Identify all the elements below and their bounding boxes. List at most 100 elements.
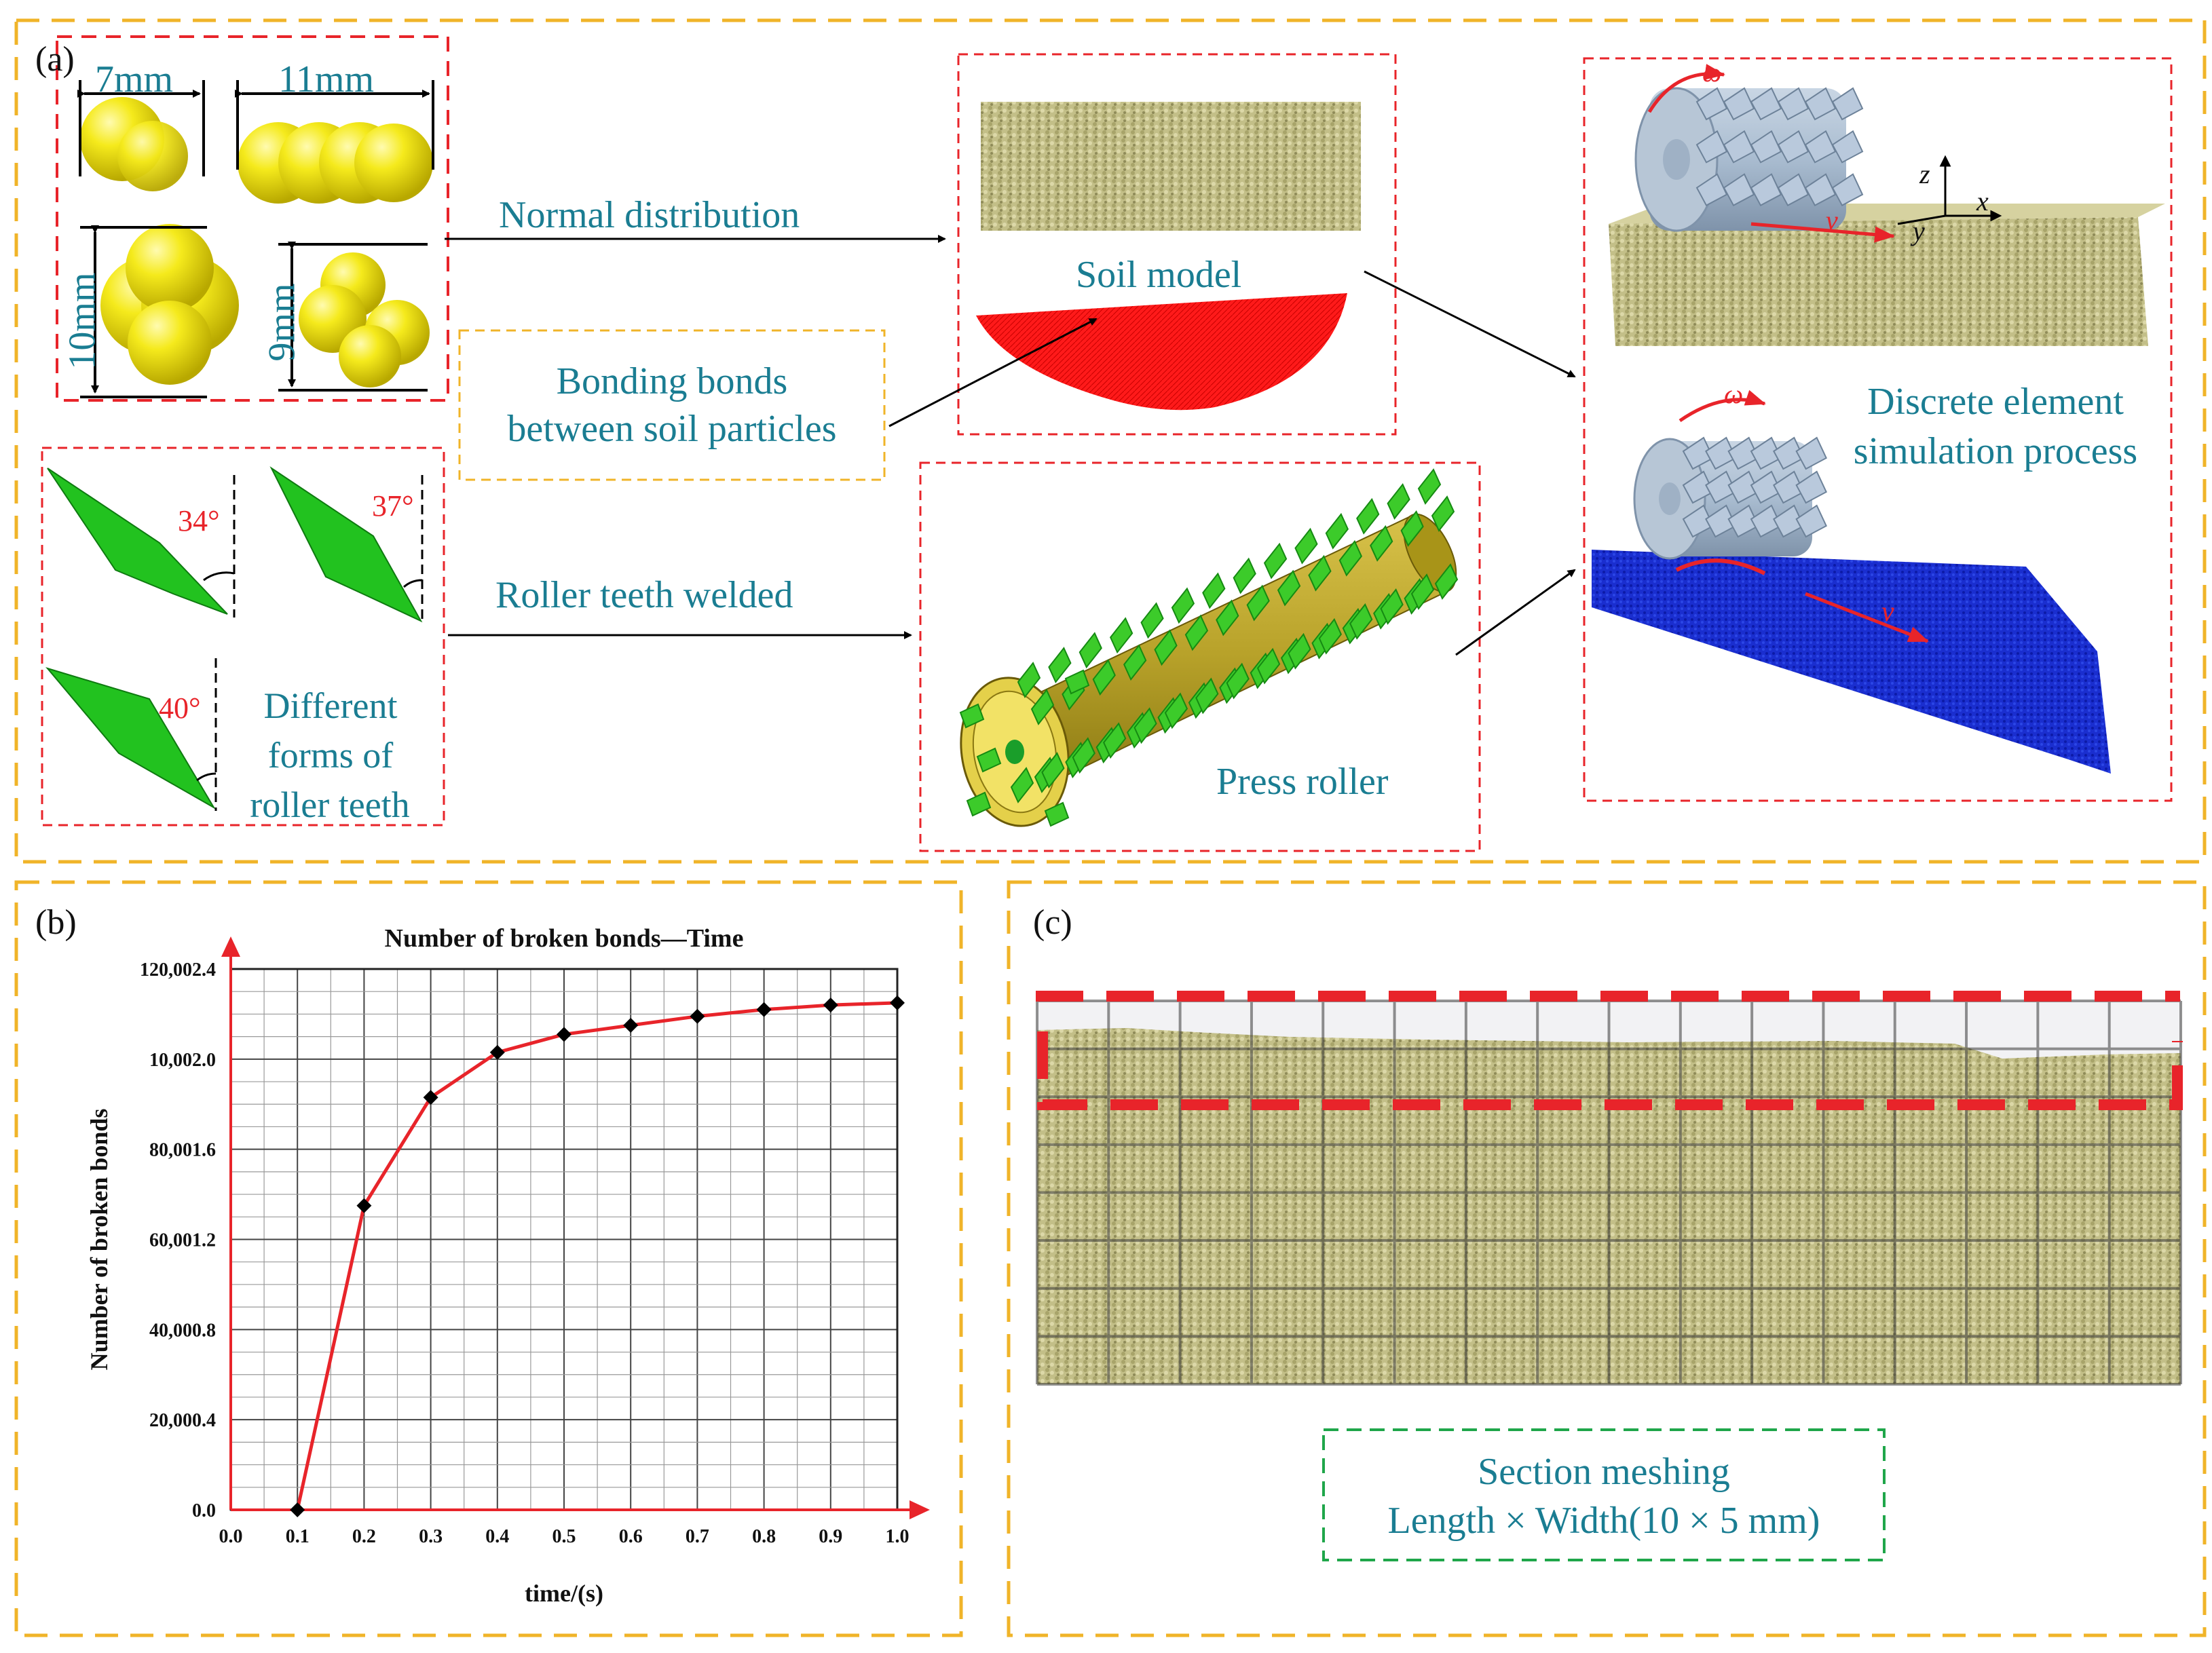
roller-tooth: [1133, 707, 1157, 744]
data-point: [623, 1018, 639, 1033]
tooth-angle-40: 40°: [159, 691, 201, 725]
y-tick-label: 120,002.4: [140, 960, 216, 981]
x-tick-label: 0.0: [219, 1526, 243, 1547]
roller-tooth: [1030, 689, 1055, 725]
panel-c-label: (c): [1033, 903, 1072, 942]
panel-a-frame: [14, 18, 2207, 864]
x-axis-label: time/(s): [525, 1580, 603, 1607]
dem-axes: [1897, 155, 2002, 225]
roller-tooth: [976, 747, 1002, 773]
top-layer-highlight: [1036, 991, 2183, 1110]
axis-y: y: [1913, 216, 1925, 246]
panel-a-label: (a): [35, 40, 75, 79]
roller-tooth: [1380, 588, 1404, 625]
roller-tooth: [1202, 572, 1226, 609]
arrow-label-roller-teeth-welded: Roller teeth welded: [495, 574, 793, 616]
caption-c-box: [1322, 1428, 1886, 1561]
dem-tooth: [1750, 173, 1782, 207]
roller-tooth: [1195, 677, 1219, 715]
dem-tooth: [1777, 173, 1810, 207]
y-tick-label: 0.0: [192, 1500, 216, 1521]
data-point: [423, 1090, 438, 1105]
y-tick-label: 60,001.2: [149, 1230, 216, 1251]
axis-z: z: [1919, 159, 1930, 189]
roller-tooth: [1256, 647, 1281, 685]
roller-tooth: [1140, 602, 1164, 639]
dem-tooth: [1831, 173, 1864, 207]
soil-block: [981, 102, 1361, 231]
roller-tooth: [1338, 539, 1363, 577]
dem-bottom-scene: [1592, 438, 2111, 774]
dem-tooth: [1777, 87, 1810, 121]
caption-c-line-2: Length × Width(10 × 5 mm): [1387, 1500, 1820, 1542]
data-point: [356, 1198, 372, 1213]
dem-top-teeth: [1695, 87, 1864, 207]
x-tick-label: 0.9: [819, 1526, 842, 1547]
roller-tooth: [1072, 737, 1095, 774]
roller-tooth: [1434, 563, 1459, 600]
dem-tooth: [1695, 87, 1728, 121]
roller-tooth: [1246, 584, 1270, 622]
x-tick-label: 0.2: [352, 1526, 376, 1547]
axis-x: x: [1976, 186, 1989, 216]
press-roller-label: Press roller: [1216, 761, 1389, 803]
arrow-label-normal-distribution: Normal distribution: [499, 194, 800, 236]
dem-motion-arrows: [1647, 64, 1929, 643]
teeth-caption-1: Different: [263, 685, 398, 726]
roller-tooth: [1048, 647, 1072, 683]
omega-top: ω: [1702, 57, 1722, 88]
roller-tooth: [1184, 614, 1209, 651]
dem-tooth: [1804, 87, 1837, 121]
roller-tooth: [1171, 587, 1195, 624]
roller-tooth: [1233, 557, 1256, 594]
dim-9mm: 9mm: [261, 283, 303, 362]
dim-7mm: 7mm: [95, 58, 174, 100]
dem-tooth: [1723, 130, 1755, 164]
roller-tooth: [1349, 603, 1373, 640]
x-tick-label: 0.1: [286, 1526, 310, 1547]
dem-tooth: [1795, 436, 1827, 470]
dem-tooth: [1695, 130, 1728, 164]
data-point: [823, 998, 838, 1013]
dim-10mm: 10mm: [61, 272, 104, 370]
panel-b-label: (b): [35, 903, 77, 942]
v-top: v: [1826, 205, 1838, 235]
dem-label-1: Discrete element: [1867, 381, 2124, 423]
mesh-grid: [1036, 1000, 2182, 1386]
y-tick-label: 40,000.8: [149, 1320, 216, 1341]
roller-tooth: [1017, 662, 1041, 698]
omega-bottom: ω: [1724, 379, 1744, 409]
press-roller-teeth: [959, 468, 1459, 827]
dimension-lines: [77, 80, 434, 398]
roller-tooth: [1325, 512, 1349, 550]
roller-tooth: [1041, 752, 1065, 788]
dem-tooth: [1831, 130, 1864, 164]
dem-label-2: simulation process: [1853, 430, 2138, 472]
data-point: [489, 1044, 505, 1060]
dem-tooth: [1723, 87, 1755, 121]
dem-tooth: [1804, 173, 1837, 207]
roller-tooth: [1154, 629, 1178, 666]
roller-tooth: [1431, 495, 1455, 532]
roller-tooth: [966, 791, 992, 817]
roller-tooth: [1123, 644, 1147, 681]
series-line: [295, 1001, 898, 1510]
soil-model-label: Soil model: [1076, 254, 1242, 296]
dem-tooth: [1777, 130, 1810, 164]
x-tick-label: 0.3: [419, 1526, 443, 1547]
data-point: [890, 995, 905, 1010]
panel-b-frame: [14, 880, 963, 1637]
dem-tooth: [1695, 173, 1728, 207]
roller-tooth: [1102, 722, 1127, 759]
data-point: [557, 1027, 571, 1042]
dem-tooth: [1750, 130, 1782, 164]
dem-top-scene: [1609, 87, 2165, 346]
dem-tooth: [1723, 173, 1755, 207]
data-point: [756, 1002, 772, 1017]
y-tick-label: 80,001.6: [149, 1140, 216, 1161]
y-axis-arrowhead: [221, 936, 240, 957]
particles-box: [56, 35, 449, 402]
dem-bottom-teeth: [1682, 436, 1827, 538]
